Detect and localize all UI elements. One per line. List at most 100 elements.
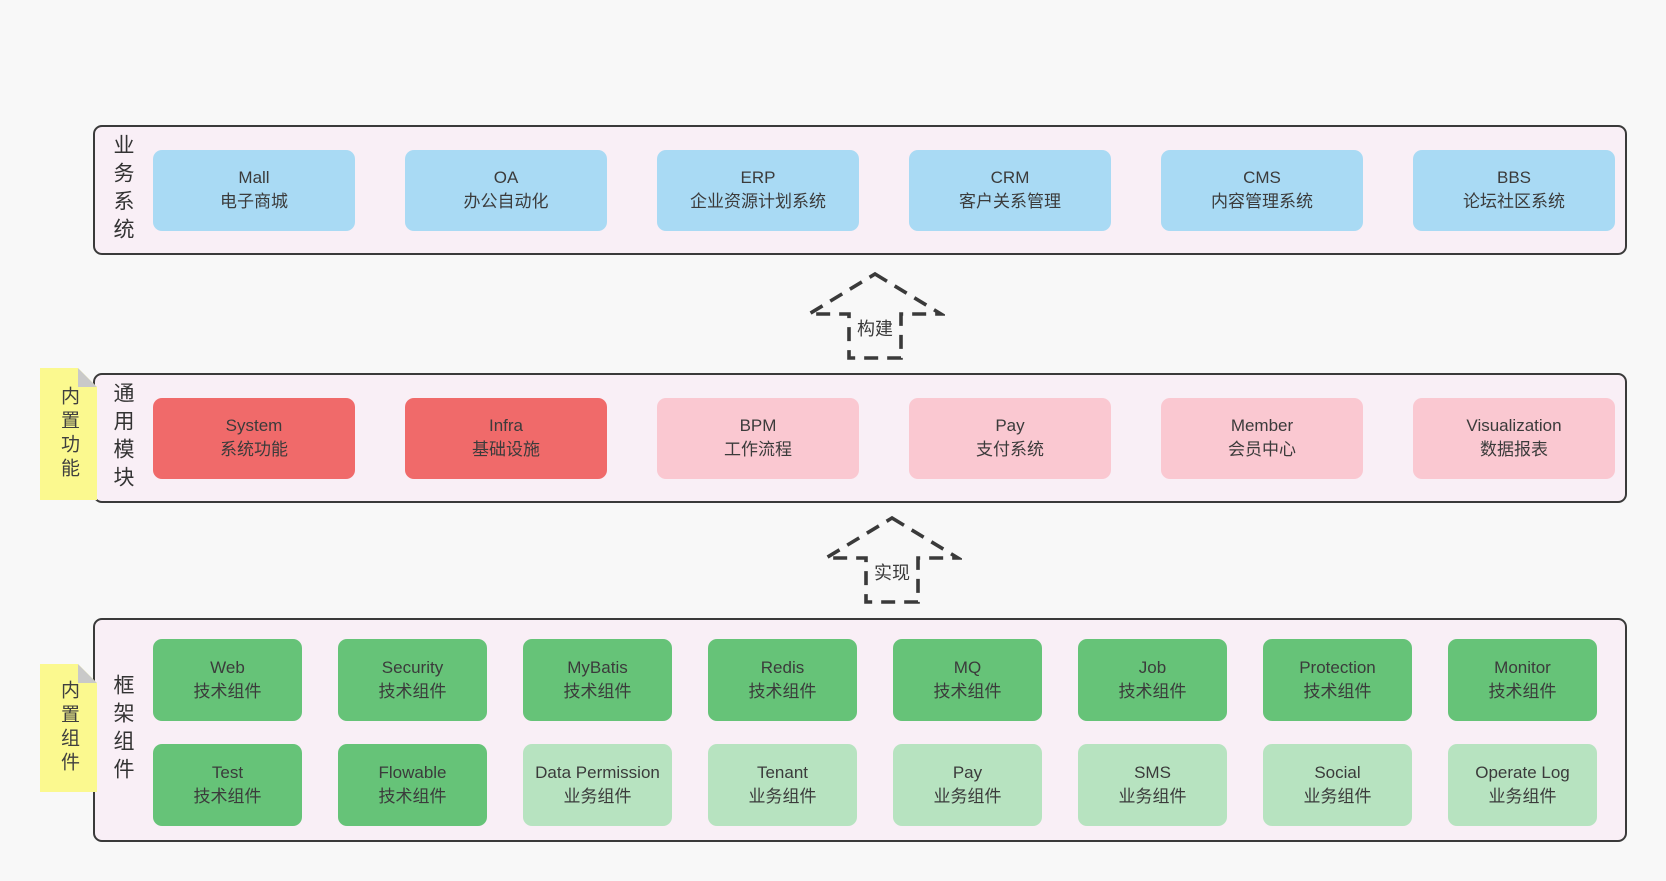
box-title: CMS [1243,168,1281,187]
build-arrow: 构建 [805,270,945,362]
box-subtitle: 技术组件 [933,682,1002,701]
box-title: Redis [760,658,805,677]
box-subtitle: 客户关系管理 [959,192,1061,211]
box-title: ERP [740,168,776,187]
arrow-label: 实现 [871,558,913,586]
box-web: Web 技术组件 [153,639,302,721]
box-bpm: BPM 工作流程 [657,397,859,479]
box-security: Security 技术组件 [338,639,487,721]
box-title: Security [381,658,444,677]
box-title: Web [210,658,245,677]
box-title: Pay [995,416,1025,435]
box-subtitle: 基础设施 [472,440,540,459]
dashed-up-arrow-icon [805,271,945,360]
section-side-label: 业务系统 [111,134,134,246]
box-title: Monitor [1494,658,1551,677]
box-subtitle: 技术组件 [1488,682,1557,701]
box-pay-biz: Pay 业务组件 [893,744,1042,826]
box-crm: CRM 客户关系管理 [909,149,1111,231]
box-subtitle: 技术组件 [193,682,262,701]
box-title: Visualization [1466,416,1562,435]
box-title: SMS [1134,763,1171,782]
arrow-label: 构建 [854,314,896,342]
box-member: Member 会员中心 [1161,397,1363,479]
box-subtitle: 技术组件 [378,682,447,701]
box-title: Pay [952,763,983,782]
box-title: Member [1230,416,1294,435]
section-side-label: 通用模块 [111,382,134,494]
box-title: Data Permission [535,763,660,782]
box-erp: ERP 企业资源计划系统 [657,149,859,231]
box-data-permission: Data Permission 业务组件 [523,744,672,826]
box-subtitle: 会员中心 [1228,440,1296,459]
box-visualization: Visualization 数据报表 [1413,397,1615,479]
box-title: Tenant [756,763,809,782]
box-title: Test [211,763,244,782]
box-job: Job 技术组件 [1078,639,1227,721]
box-subtitle: 企业资源计划系统 [690,192,826,211]
box-sms: SMS 业务组件 [1078,744,1227,826]
box-title: Social [1314,763,1361,782]
box-title: System [225,416,283,435]
box-title: MyBatis [567,658,628,677]
box-title: Flowable [378,763,447,782]
box-mq: MQ 技术组件 [893,639,1042,721]
box-title: BPM [739,416,777,435]
box-subtitle: 系统功能 [220,440,288,459]
box-mall: Mall 电子商城 [153,149,355,231]
box-subtitle: 电子商城 [220,192,288,211]
box-title: Operate Log [1475,763,1570,782]
box-title: MQ [953,658,982,677]
section-side-label: 框架组件 [111,674,134,786]
box-subtitle: 办公自动化 [463,192,549,211]
box-flowable: Flowable 技术组件 [338,744,487,826]
box-tenant: Tenant 业务组件 [708,744,857,826]
box-subtitle: 业务组件 [1303,787,1372,806]
box-title: Protection [1299,658,1376,677]
box-system: System 系统功能 [153,397,355,479]
box-subtitle: 业务组件 [933,787,1002,806]
box-subtitle: 论坛社区系统 [1463,192,1565,211]
box-mybatis: MyBatis 技术组件 [523,639,672,721]
box-social: Social 业务组件 [1263,744,1412,826]
box-subtitle: 技术组件 [1303,682,1372,701]
box-subtitle: 业务组件 [1118,787,1187,806]
box-subtitle: 业务组件 [1488,787,1557,806]
sticky-tab-builtin-components: 内置组件 [40,664,97,792]
box-subtitle: 数据报表 [1480,440,1548,459]
implement-arrow: 实现 [822,514,962,606]
box-subtitle: 技术组件 [748,682,817,701]
dashed-up-arrow-icon [822,515,962,604]
sticky-tab-builtin-features: 内置功能 [40,368,97,500]
box-test: Test 技术组件 [153,744,302,826]
box-title: BBS [1496,168,1532,187]
box-subtitle: 技术组件 [563,682,632,701]
sticky-tab-label: 内置组件 [58,680,79,776]
box-redis: Redis 技术组件 [708,639,857,721]
box-title: Job [1138,658,1167,677]
box-subtitle: 业务组件 [563,787,632,806]
box-subtitle: 技术组件 [193,787,262,806]
box-title: Mall [238,168,270,187]
box-protection: Protection 技术组件 [1263,639,1412,721]
box-subtitle: 技术组件 [378,787,447,806]
box-subtitle: 技术组件 [1118,682,1187,701]
box-monitor: Monitor 技术组件 [1448,639,1597,721]
box-subtitle: 业务组件 [748,787,817,806]
box-subtitle: 工作流程 [724,440,792,459]
box-operate-log: Operate Log 业务组件 [1448,744,1597,826]
box-title: CRM [990,168,1030,187]
box-bbs: BBS 论坛社区系统 [1413,149,1615,231]
